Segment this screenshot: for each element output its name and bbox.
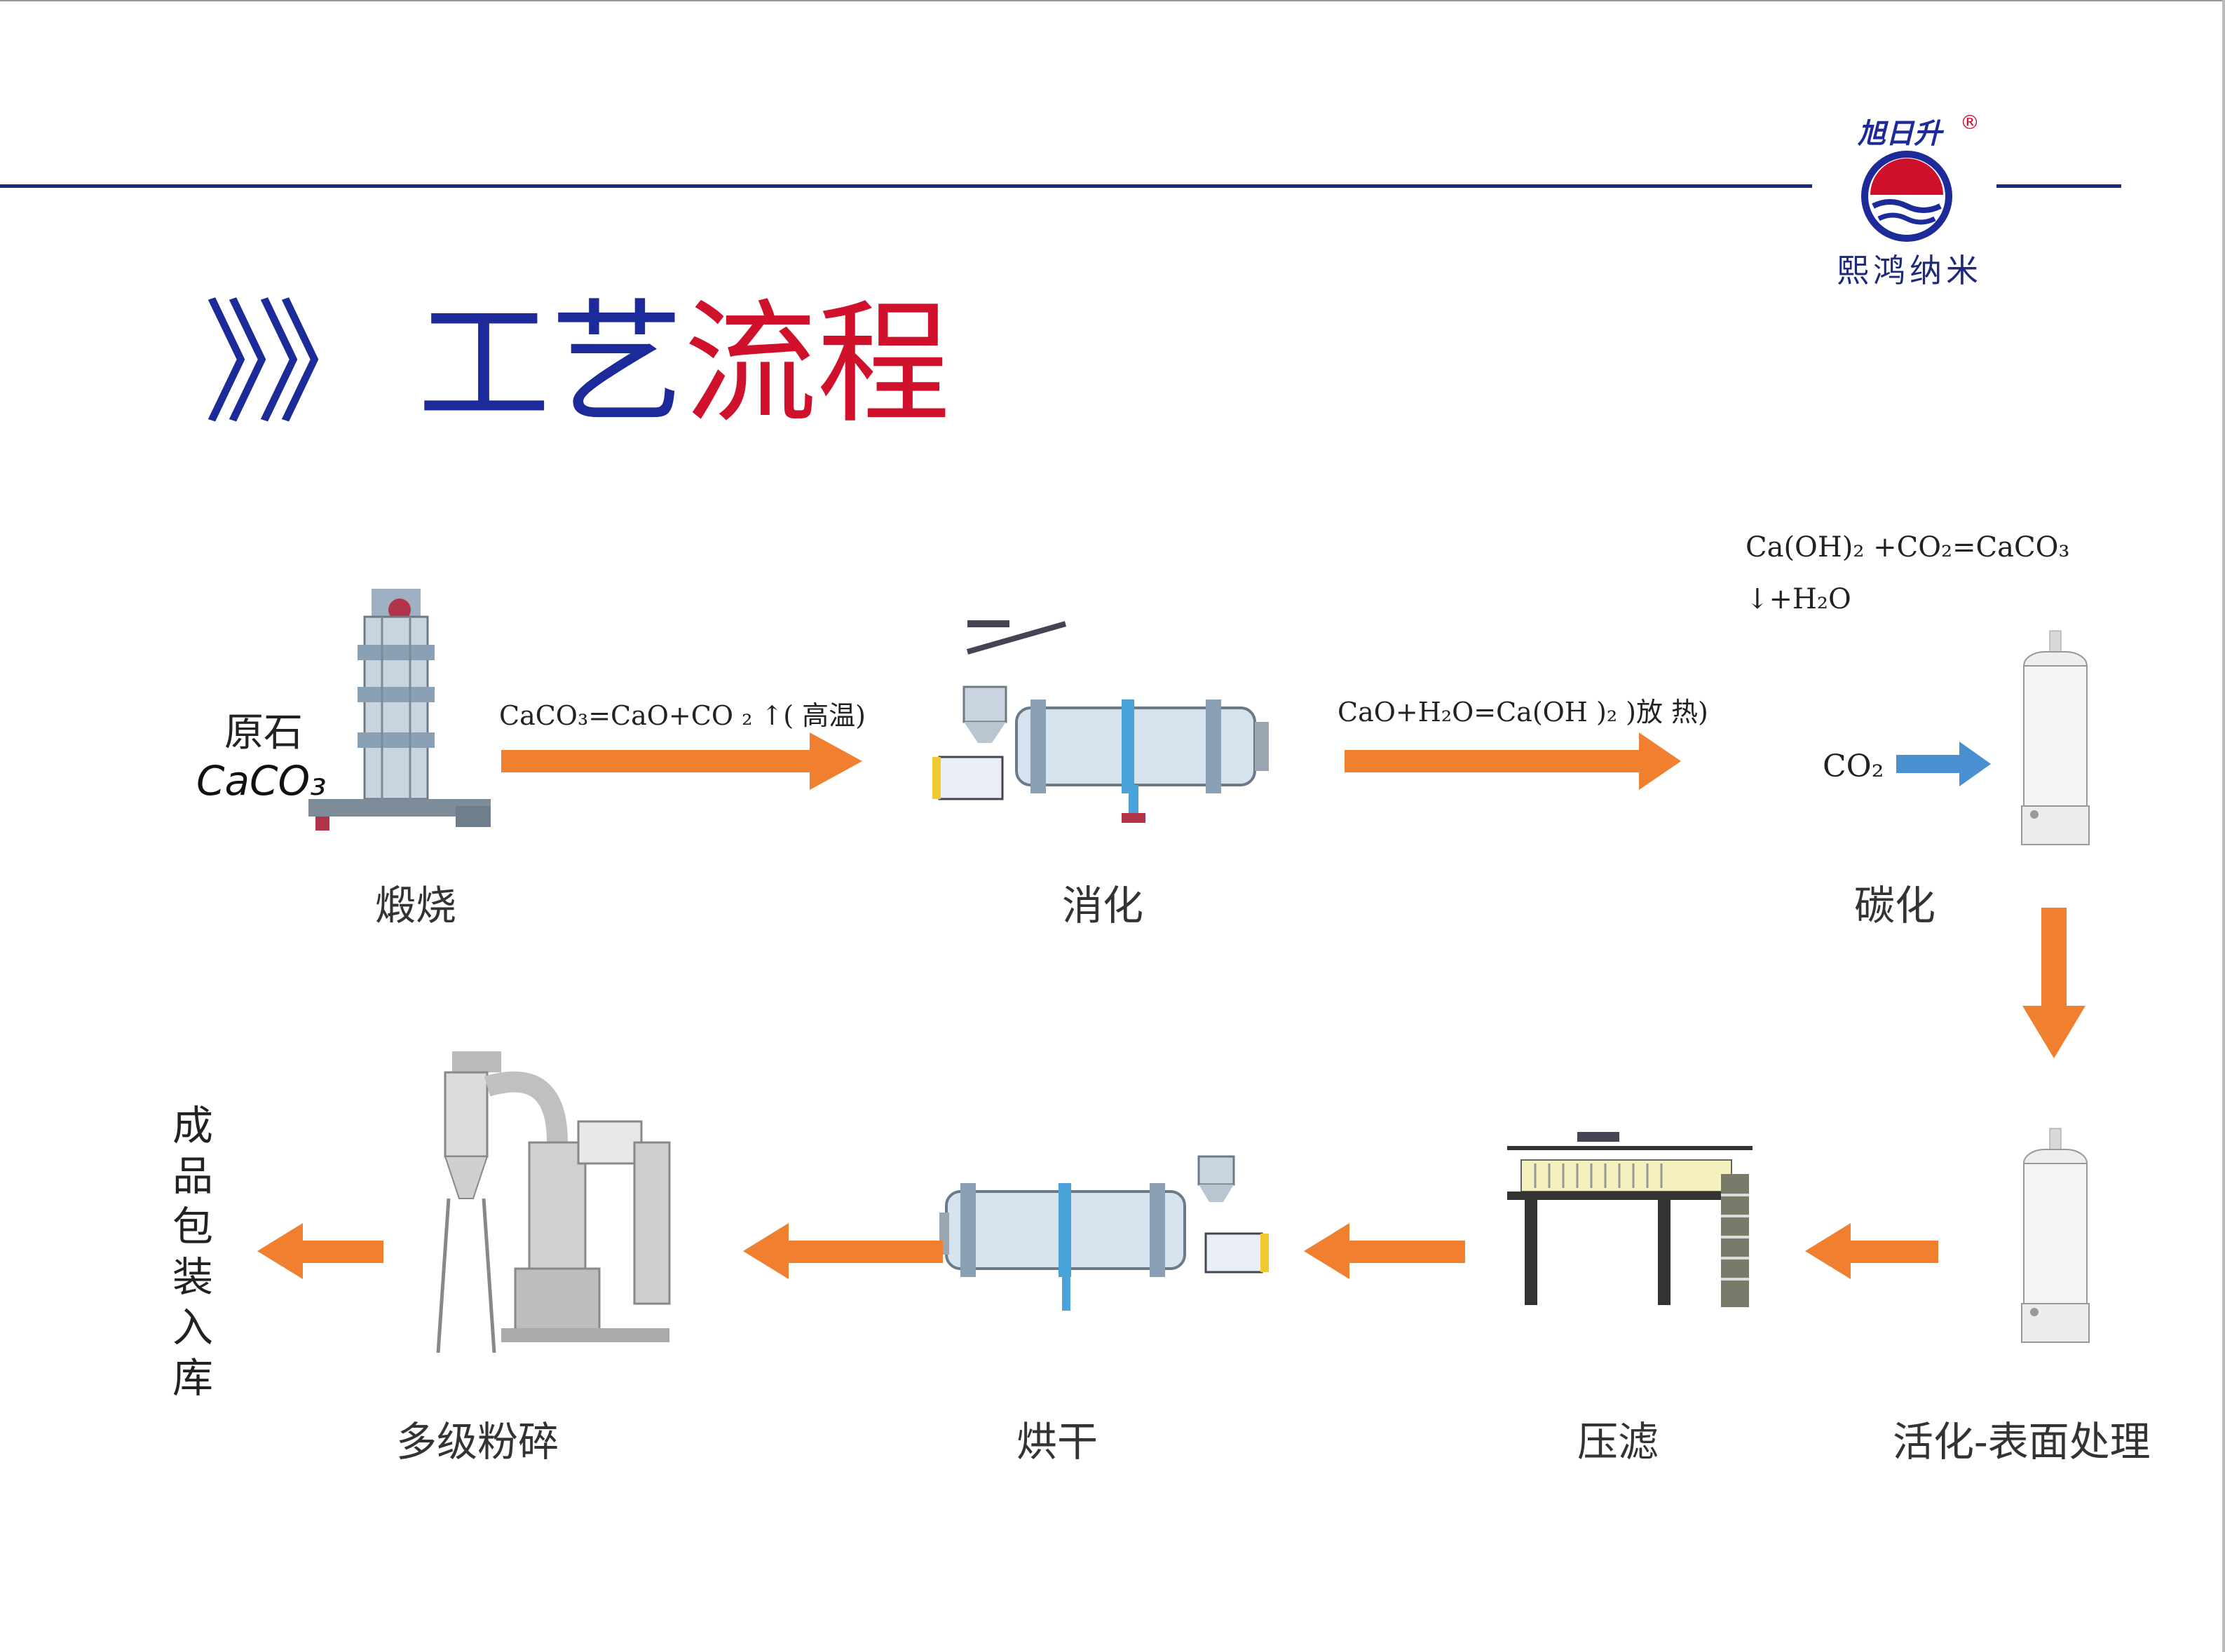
logo-name: 熙鸿纳米 [1837, 252, 1982, 289]
header-rule-right [1996, 184, 2121, 188]
title-chevrons: 》》 [203, 287, 389, 442]
raw-material-name: 原石 [224, 710, 303, 756]
raw-material-formula: CaCO₃ [196, 757, 327, 805]
flow-arrow-left-4 [257, 1223, 383, 1279]
title-blue: 工艺 [417, 287, 684, 442]
logo: 旭日升 ® 熙鸿纳米 [1837, 105, 1991, 289]
equation-calcine: CaCO₃=CaO+CO ₂ ↑( 高温) [499, 700, 866, 731]
logo-brand: 旭日升 [1858, 118, 1942, 150]
flow-arrow-1 [501, 732, 862, 790]
equation-carbonize-line1: Ca(OH)₂ +CO₂=CaCO₃ [1746, 531, 2070, 564]
title-red: 流程 [683, 287, 951, 442]
top-border [0, 0, 2225, 1]
step-label-digest: 消化 [1062, 882, 1144, 929]
step-label-grind: 多级粉碎 [396, 1418, 559, 1466]
step-label-calcine: 煅烧 [375, 882, 457, 929]
co2-label: CO₂ [1823, 749, 1884, 784]
flow-arrow-left-1 [1805, 1223, 1938, 1279]
digester-machine-icon [932, 620, 1269, 823]
filter-press-icon [1507, 1132, 1753, 1307]
right-border [2222, 0, 2225, 1652]
dryer-machine-icon [939, 1155, 1269, 1311]
grinding-mill-icon [436, 1051, 671, 1353]
activation-tank-icon [2021, 1128, 2090, 1343]
step-label-pack: 成品包装入库 [172, 1102, 213, 1402]
co2-arrow [1896, 742, 1991, 786]
page-title: 》》 工艺流程 [203, 287, 950, 442]
step-label-activate: 活化-表面处理 [1893, 1418, 2151, 1466]
equation-carbonize-line2: ↓+H₂O [1746, 583, 1851, 615]
flow-arrow-left-3 [743, 1223, 943, 1279]
logo-emblem-icon [1861, 151, 1952, 242]
flow-arrow-left-2 [1304, 1223, 1465, 1279]
flow-arrow-down [2022, 908, 2085, 1058]
header-rule-left [0, 184, 1812, 188]
step-label-carbonize: 碳化 [1854, 882, 1936, 929]
step-label-filter: 压滤 [1577, 1418, 1659, 1466]
step-label-dry: 烘干 [1016, 1418, 1098, 1466]
registered-mark: ® [1960, 111, 1980, 134]
flow-arrow-2 [1345, 732, 1681, 790]
carbonizer-tank-icon [2021, 630, 2090, 845]
calciner-tower-icon [308, 589, 491, 831]
equation-digest: CaO+H₂O=Ca(OH )₂ )放 热) [1338, 697, 1708, 728]
